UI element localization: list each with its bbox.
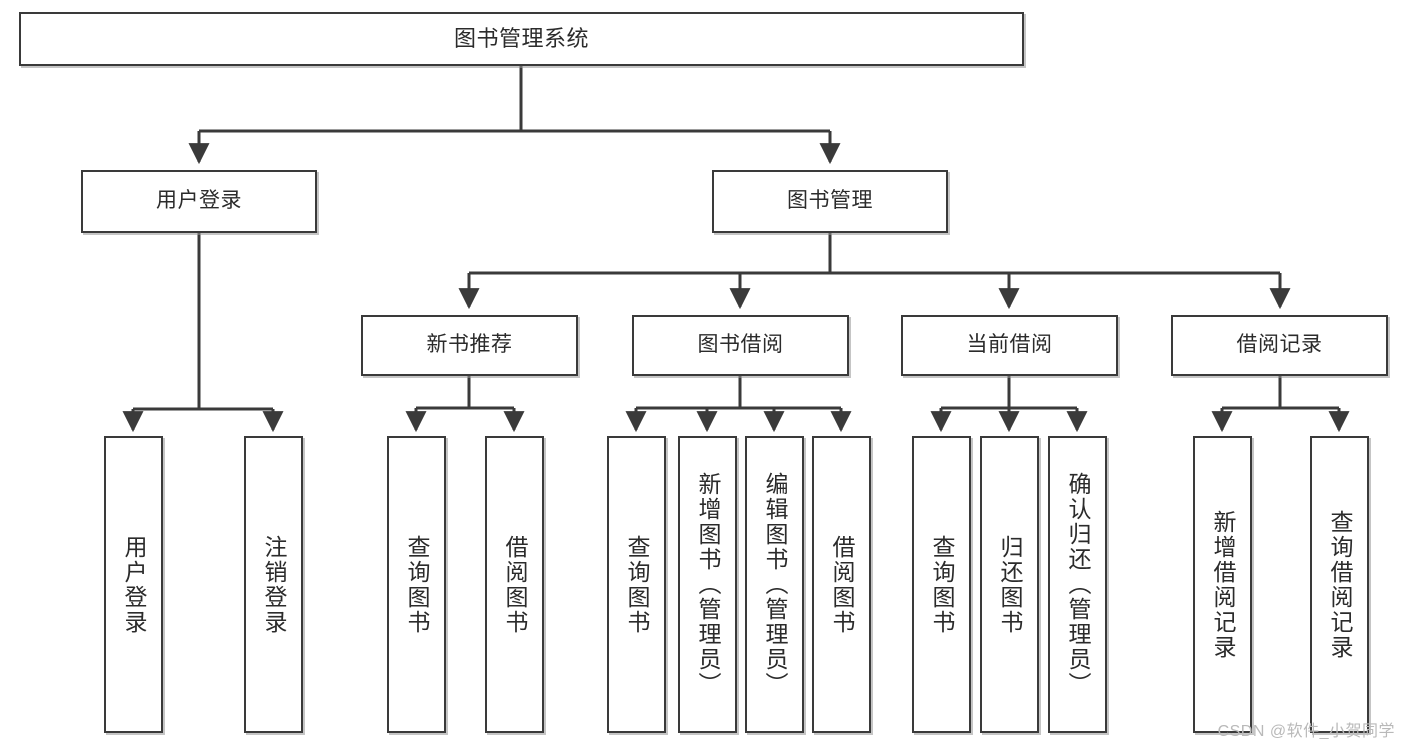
leaf-borrow-book-recommend[interactable]: 借阅图书: [485, 436, 544, 733]
leaf-add-borrow-record[interactable]: 新增借阅记录: [1193, 436, 1252, 733]
node-label: 图书管理系统: [453, 26, 589, 52]
leaf-edit-book-admin[interactable]: 编辑图书（管理员）: [745, 436, 804, 733]
leaf-user-login[interactable]: 用户登录: [104, 436, 163, 733]
node-label: 查询图书: [929, 534, 955, 635]
node-borrowing-record[interactable]: 借阅记录: [1171, 315, 1388, 376]
leaf-query-book-borrow[interactable]: 查询图书: [607, 436, 666, 733]
leaf-logout[interactable]: 注销登录: [244, 436, 303, 733]
node-label: 借阅记录: [1236, 333, 1323, 357]
node-label: 借阅图书: [502, 534, 528, 635]
node-label: 确认归还（管理员）: [1065, 472, 1091, 697]
node-label: 借阅图书: [829, 534, 855, 635]
node-label: 用户登录: [156, 189, 242, 213]
node-label: 注销登录: [261, 534, 287, 635]
node-current-borrowing[interactable]: 当前借阅: [901, 315, 1118, 376]
node-label: 新书推荐: [426, 333, 513, 357]
leaf-borrow-book[interactable]: 借阅图书: [812, 436, 871, 733]
node-label: 查询图书: [404, 534, 430, 635]
node-label: 查询图书: [624, 534, 650, 635]
node-label: 图书管理: [787, 189, 873, 213]
node-label: 归还图书: [997, 534, 1023, 635]
node-label: 编辑图书（管理员）: [762, 472, 788, 697]
node-label: 当前借阅: [966, 333, 1053, 357]
node-book-borrowing[interactable]: 图书借阅: [632, 315, 849, 376]
node-new-book-recommendation[interactable]: 新书推荐: [361, 315, 578, 376]
leaf-query-book-current[interactable]: 查询图书: [912, 436, 971, 733]
leaf-query-book-recommend[interactable]: 查询图书: [387, 436, 446, 733]
node-label: 用户登录: [121, 534, 147, 635]
node-label: 查询借阅记录: [1327, 509, 1353, 660]
node-book-management[interactable]: 图书管理: [712, 170, 948, 233]
leaf-query-borrow-record[interactable]: 查询借阅记录: [1310, 436, 1369, 733]
node-label: 新增借阅记录: [1210, 509, 1236, 660]
leaf-confirm-return-admin[interactable]: 确认归还（管理员）: [1048, 436, 1107, 733]
node-label: 图书借阅: [697, 333, 784, 357]
node-user-login[interactable]: 用户登录: [81, 170, 317, 233]
node-label: 新增图书（管理员）: [695, 472, 721, 697]
leaf-return-book[interactable]: 归还图书: [980, 436, 1039, 733]
node-root-book-management-system[interactable]: 图书管理系统: [19, 12, 1024, 66]
leaf-add-book-admin[interactable]: 新增图书（管理员）: [678, 436, 737, 733]
